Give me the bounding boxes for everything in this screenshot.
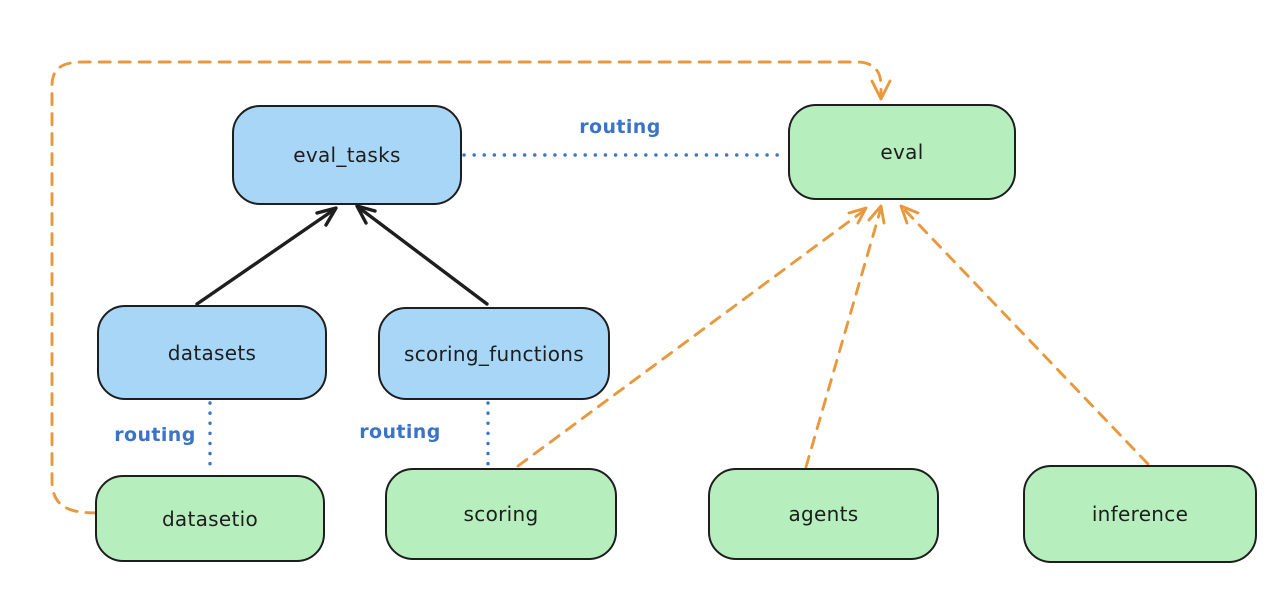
node-datasetio[interactable]: datasetio [95, 475, 325, 562]
node-label: agents [788, 502, 859, 526]
edge-label-routing-scoring-functions-scoring: routing [359, 421, 441, 443]
node-eval[interactable]: eval [788, 104, 1016, 200]
edge-inference-to-eval-dashed-arrow [899, 204, 1150, 466]
node-agents[interactable]: agents [708, 468, 939, 560]
node-label: eval_tasks [293, 143, 401, 167]
node-eval-tasks[interactable]: eval_tasks [232, 105, 462, 205]
node-scoring-functions[interactable]: scoring_functions [378, 307, 610, 400]
node-label: scoring_functions [403, 341, 585, 366]
node-label: inference [1091, 502, 1189, 526]
edge-label-routing-datasets-datasetio: routing [114, 424, 196, 446]
edge-scoring_functions-to-eval_tasks-arrow [355, 204, 489, 306]
node-label: eval [880, 140, 924, 164]
node-inference[interactable]: inference [1023, 465, 1257, 563]
node-label: datasetio [161, 506, 259, 531]
edge-datasetio-to-eval-dashed-arrow [50, 60, 892, 515]
edge-scoring-to-eval-dashed-arrow [516, 206, 868, 468]
node-label: datasets [167, 340, 257, 365]
edge-datasets-to-eval_tasks-arrow [195, 206, 338, 306]
node-label: scoring [463, 502, 539, 526]
edge-label-routing-eval-tasks-eval: routing [579, 116, 661, 138]
node-datasets[interactable]: datasets [97, 305, 327, 400]
edge-agents-to-eval-dashed-arrow [804, 204, 886, 469]
node-scoring[interactable]: scoring [385, 468, 617, 560]
